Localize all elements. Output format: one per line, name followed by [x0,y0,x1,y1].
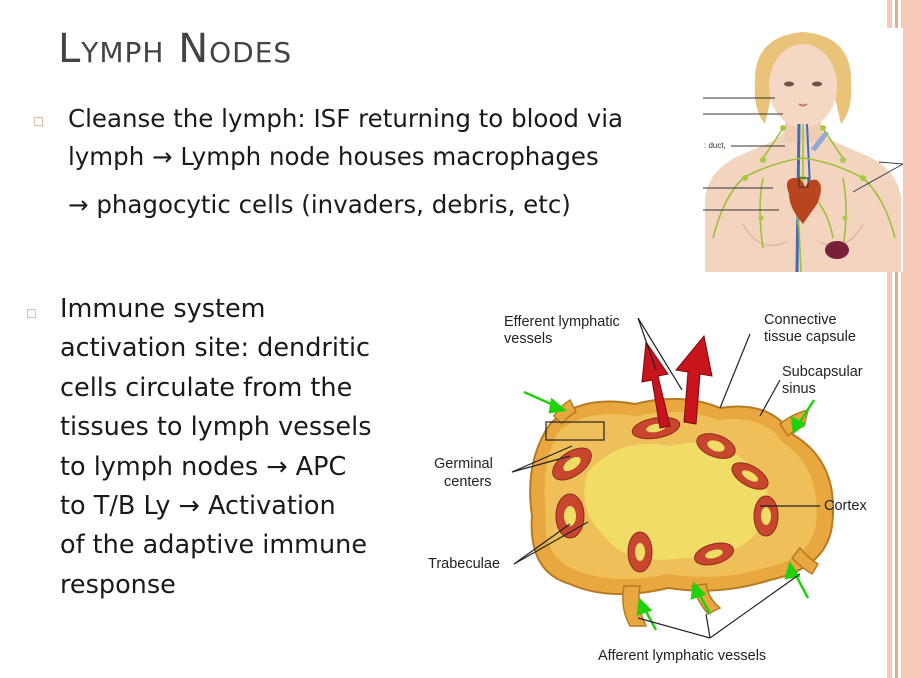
label-afferent: Afferent lymphatic vessels [598,648,766,664]
bullet-text-immune: Immune system activation site: dendritic… [60,290,420,605]
text-line: Cleanse the lymph: ISF returning to bloo… [68,104,624,133]
label-capsule-1: Connective [764,312,837,328]
text-line: tissues to lymph vessels [60,412,372,443]
bullet-text-cleanse: Cleanse the lymph: ISF returning to bloo… [68,100,668,224]
text-line: lymph → Lymph node houses macrophages [68,142,599,171]
label-sinus-2: sinus [782,381,816,397]
text-line: cells circulate from the [60,372,353,403]
text-line: response [60,569,176,600]
lymphatic-anatomy-figure: : duct, [703,28,903,272]
text-line: → phagocytic cells (invaders, debris, et… [68,190,571,219]
text-line: activation site: dendritic [60,333,371,364]
side-bar-decoration [887,0,892,678]
side-bar-decoration [895,0,898,678]
side-bar-decoration [901,0,922,678]
label-capsule-2: tissue capsule [764,329,856,345]
text-line: to lymph nodes → APC [60,451,347,482]
lymph-node-diagram: Efferent lymphatic vessels Connective ti… [428,312,867,664]
label-trabeculae: Trabeculae [428,556,500,572]
label-sinus-1: Subcapsular [782,364,863,380]
slide-title: Lymph Nodes [58,26,293,72]
anatomy-label-duct: : duct, [704,141,726,150]
label-efferent-2: vessels [504,331,552,347]
text-line: Immune system [60,294,266,324]
label-efferent-1: Efferent lymphatic [504,314,620,330]
label-cortex: Cortex [824,498,867,514]
label-germinal-2: centers [444,474,492,490]
text-line: to T/B Ly → Activation [60,491,336,522]
label-germinal-1: Germinal [434,456,493,472]
text-line: of the adaptive immune [60,530,368,561]
bullet-icon [34,117,43,126]
bullet-icon [27,309,36,318]
